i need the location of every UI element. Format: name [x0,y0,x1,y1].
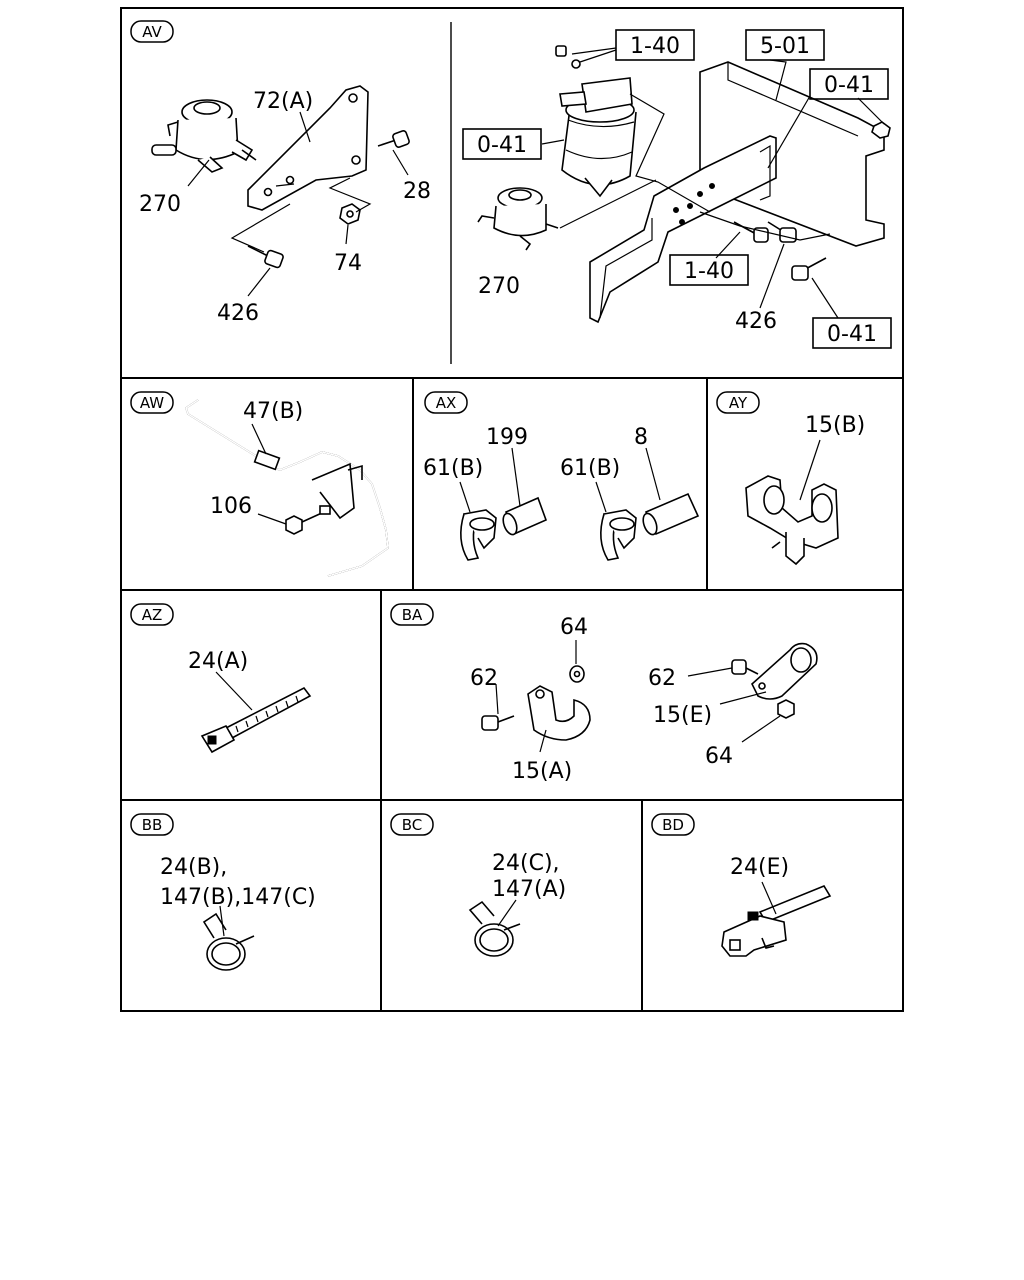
label-270-right: 270 [478,274,520,299]
label-74: 74 [334,251,362,276]
ref-box-140-bottom: 1-40 [669,254,749,286]
label-64-top: 64 [560,615,588,640]
ref-box-041-top: 0-41 [809,68,889,100]
hose-clamp-bc-drawing [468,900,521,957]
section-tag-bc-text: BC [402,816,423,834]
hose-clamp-bb-drawing [202,912,255,971]
nut-106-drawing [285,505,331,535]
bolt-28-drawing [377,130,410,148]
section-tag-ba-text: BA [402,606,423,624]
ax-clamps [459,447,700,561]
bracket-72a-drawing [247,85,369,211]
aw-pipe-assembly [185,399,389,577]
nut-74-drawing [339,203,361,225]
clamp-15e-drawing [751,642,818,700]
ref-box-041-bottom: 0-41 [812,317,892,349]
bolt-62-right-drawing [731,659,759,675]
section-tag-bc: BC [390,813,434,836]
section-tag-aw: AW [130,391,174,414]
nut-64-right-drawing [777,699,795,719]
az-tie [200,671,312,754]
label-72a: 72(A) [253,89,313,114]
clip-61b-right-drawing [600,509,637,561]
section-tag-ay: AY [716,391,760,414]
bolt-140-drawing [733,221,769,243]
band-clip-24e-drawing [721,885,832,957]
section-tag-ay-text: AY [729,394,748,412]
label-61b-right: 61(B) [560,456,620,481]
ref-140-top-text: 1-40 [630,34,680,59]
filter-bracket-drawing [589,135,777,324]
av-right-assembly [477,45,891,324]
ref-box-140-top: 1-40 [615,29,695,61]
bd-clamp [721,881,832,957]
washer-64-top-drawing [569,665,585,683]
cable-tie-24a-drawing [200,686,312,754]
ref-140-bottom-text: 1-40 [684,259,734,284]
section-tag-bd-text: BD [662,816,684,834]
ba-clamps [481,640,818,753]
section-tag-aw-text: AW [140,394,164,412]
ref-041-top-text: 0-41 [824,73,874,98]
spacer-8-drawing [642,492,700,536]
ref-box-041-left: 0-41 [462,128,542,160]
diagram-grid [120,7,904,1012]
ay-clamp [745,439,839,566]
clip-bracket-drawing [311,462,363,520]
label-62-left: 62 [470,666,498,691]
frame-rail-drawing [699,61,885,247]
section-tag-bd: BD [651,813,695,836]
label-61b-left: 61(B) [423,456,483,481]
label-28: 28 [403,179,431,204]
label-15b: 15(B) [805,413,865,438]
label-199: 199 [486,425,528,450]
label-bc-line2: 147(A) [492,877,566,902]
section-tag-az-text: AZ [142,606,163,624]
section-tag-av: AV [130,20,174,43]
pipe-47b-drawing [185,399,389,577]
bolt-62-left-drawing [481,715,515,731]
label-106: 106 [210,494,252,519]
label-bc-line1: 24(C), [492,851,560,876]
label-8: 8 [634,425,648,450]
av-left-assembly [151,85,410,297]
label-426-right: 426 [735,309,777,334]
clamp-15a-drawing [527,685,591,741]
section-tag-ax-text: AX [436,394,457,412]
label-15e: 15(E) [653,703,712,728]
ref-041-bottom-text: 0-41 [827,322,877,347]
label-bb-line1: 24(B), [160,855,227,880]
clamp-15b-drawing [745,475,839,566]
label-15a: 15(A) [512,759,572,784]
section-tag-av-text: AV [142,23,162,41]
fuel-filter-drawing [555,45,637,198]
priming-pump-right-drawing [477,187,559,251]
bolt-426-drawing [247,245,284,269]
section-tag-ba: BA [390,603,434,626]
label-24e: 24(E) [730,855,789,880]
label-64-bottom: 64 [705,744,733,769]
label-270-left: 270 [139,192,181,217]
ref-041-left-text: 0-41 [477,133,527,158]
section-tag-ax: AX [424,391,468,414]
bb-clamp [202,905,255,971]
label-62-right: 62 [648,666,676,691]
section-tag-az: AZ [130,603,174,626]
spacer-199-drawing [502,496,548,536]
bc-clamp [468,899,521,957]
priming-pump-drawing [151,99,254,173]
section-tag-bb-text: BB [142,816,163,834]
ref-box-501: 5-01 [745,29,825,61]
label-426-left: 426 [217,301,259,326]
label-47b: 47(B) [243,399,303,424]
ref-501-text: 5-01 [760,34,810,59]
label-24a: 24(A) [188,649,248,674]
label-bb-line2: 147(B),147(C) [160,885,316,910]
clip-61b-left-drawing [460,509,497,561]
section-tag-bb: BB [130,813,174,836]
